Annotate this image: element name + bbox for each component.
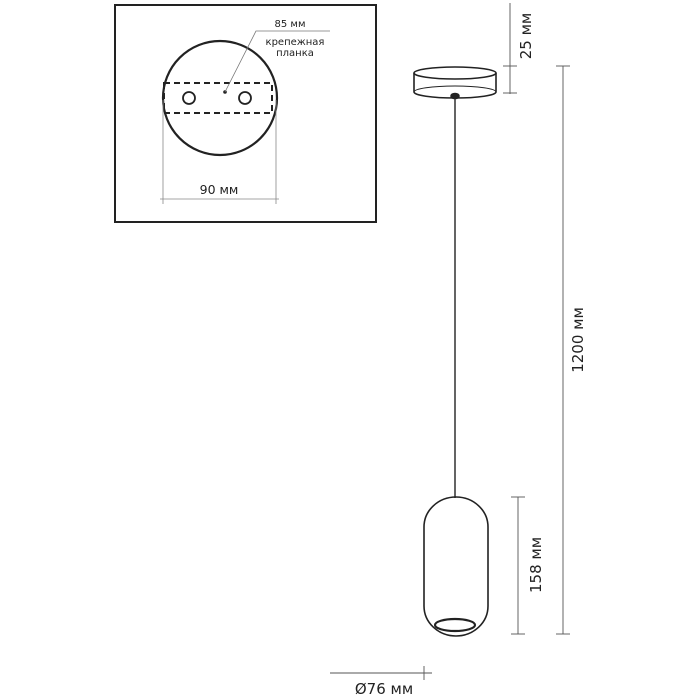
lamp-shade <box>423 496 489 637</box>
bracket-label-1: крепежная <box>266 37 325 48</box>
canopy-diameter-label: 90 мм <box>200 182 239 197</box>
canopy <box>413 66 497 100</box>
shade-height-label: 158 мм <box>527 537 545 593</box>
mounting-bracket <box>163 82 273 114</box>
dimension-lines <box>330 3 570 680</box>
screw-hole <box>238 91 252 105</box>
shade-diameter-label: Ø76 мм <box>355 680 413 698</box>
inset-frame <box>114 4 377 223</box>
canopy-plate <box>161 39 279 157</box>
mount-plate-inset: 85 мм крепежная планка 90 мм <box>114 4 377 223</box>
bracket-width-label: 85 мм <box>275 19 306 30</box>
total-height-label: 1200 мм <box>569 307 587 373</box>
bracket-label-2: планка <box>276 48 314 59</box>
canopy-height-label: 25 мм <box>517 13 535 60</box>
screw-hole <box>182 91 196 105</box>
leader-line <box>224 30 330 93</box>
